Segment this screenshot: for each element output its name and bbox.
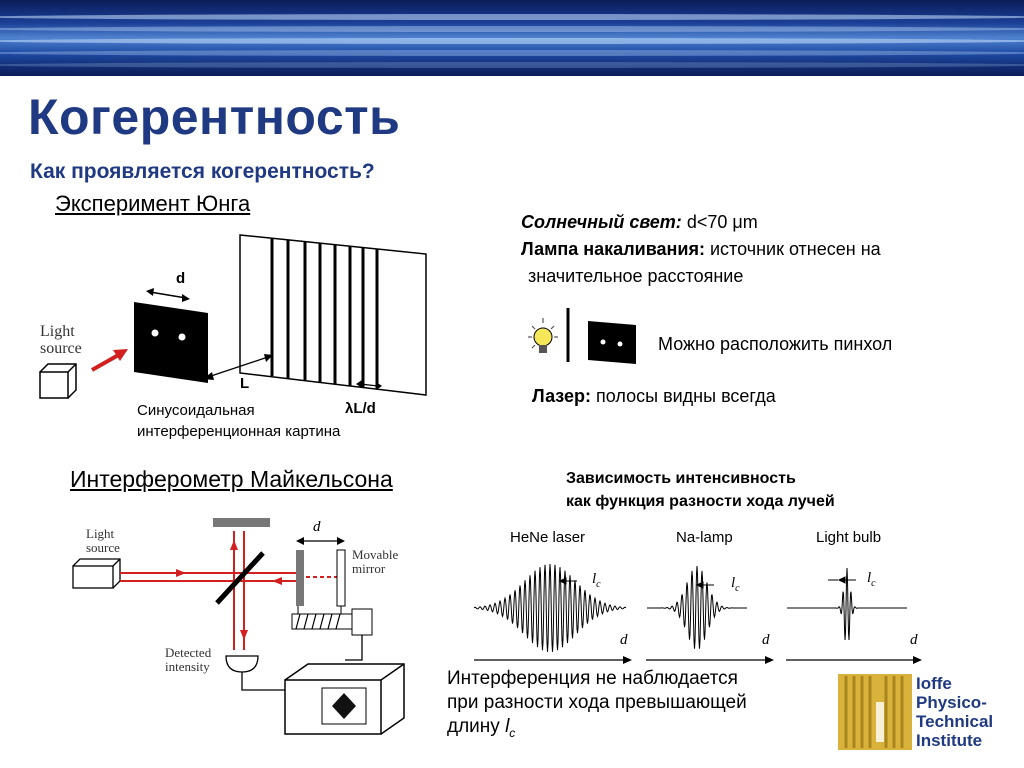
logo-line3: Technical <box>916 712 994 731</box>
light-source-label: Light source <box>40 323 82 357</box>
intensity-heading-line1: Зависимость интенсивность <box>566 470 796 487</box>
pinhole-plate <box>588 321 636 364</box>
axis-label-na: d <box>762 632 770 648</box>
lamp-note-line2: значительное расстояние <box>528 266 744 286</box>
laser-note: Лазер: полосы видны всегда <box>532 386 776 406</box>
young-caption: Синусоидальная интерференционная картина <box>137 402 341 440</box>
fringe-spacing-label: λL/d <box>345 400 376 417</box>
pinhole-note: Можно расположить пинхол <box>658 334 893 354</box>
panel-label-bulb: Light bulb <box>816 529 882 546</box>
axis-label-bulb: d <box>910 632 918 648</box>
lc-label-na: lc <box>731 575 740 594</box>
page-title: Когерентность <box>28 89 401 145</box>
double-slit-plate <box>134 302 208 383</box>
detected-intensity-label: Detected intensity <box>165 645 212 674</box>
light-bulb-icon <box>528 318 558 353</box>
logo-line4: Institute <box>916 731 983 750</box>
page-subtitle: Как проявляется когерентность? <box>30 160 375 183</box>
ioffe-logo: Ioffe Physico- Technical Institute <box>836 672 1016 754</box>
d-label: d <box>176 270 186 287</box>
lamp-note: Лампа накаливания: источник отнесен на <box>521 239 881 259</box>
light-source-cube-icon <box>39 363 77 399</box>
michelson-heading: Интерферометр Майкельсона <box>70 466 393 492</box>
logo-line2: Physico- <box>916 693 987 712</box>
logo-line1: Ioffe <box>916 674 952 693</box>
intensity-heading-line2: как функция разности хода лучей <box>566 493 835 510</box>
movable-mirror-label: Movable mirror <box>352 547 399 576</box>
axis-label-hene: d <box>620 632 628 648</box>
bottom-note: Интерференция не наблюдается при разност… <box>447 668 747 740</box>
lc-label-hene: lc <box>592 571 601 590</box>
header-banner <box>0 0 1024 76</box>
panel-label-na: Na-lamp <box>676 529 733 546</box>
sun-note: Солнечный свет: d<70 μm <box>521 212 758 232</box>
L-label: L <box>240 375 250 392</box>
ioffe-logo-icon <box>838 674 912 750</box>
lc-label-bulb: lc <box>867 570 876 589</box>
panel-label-hene: HeNe laser <box>510 529 586 546</box>
young-heading: Эксперимент Юнга <box>55 191 251 216</box>
michelson-source-label: Light source <box>86 526 120 555</box>
michelson-d-label: d <box>313 519 321 535</box>
